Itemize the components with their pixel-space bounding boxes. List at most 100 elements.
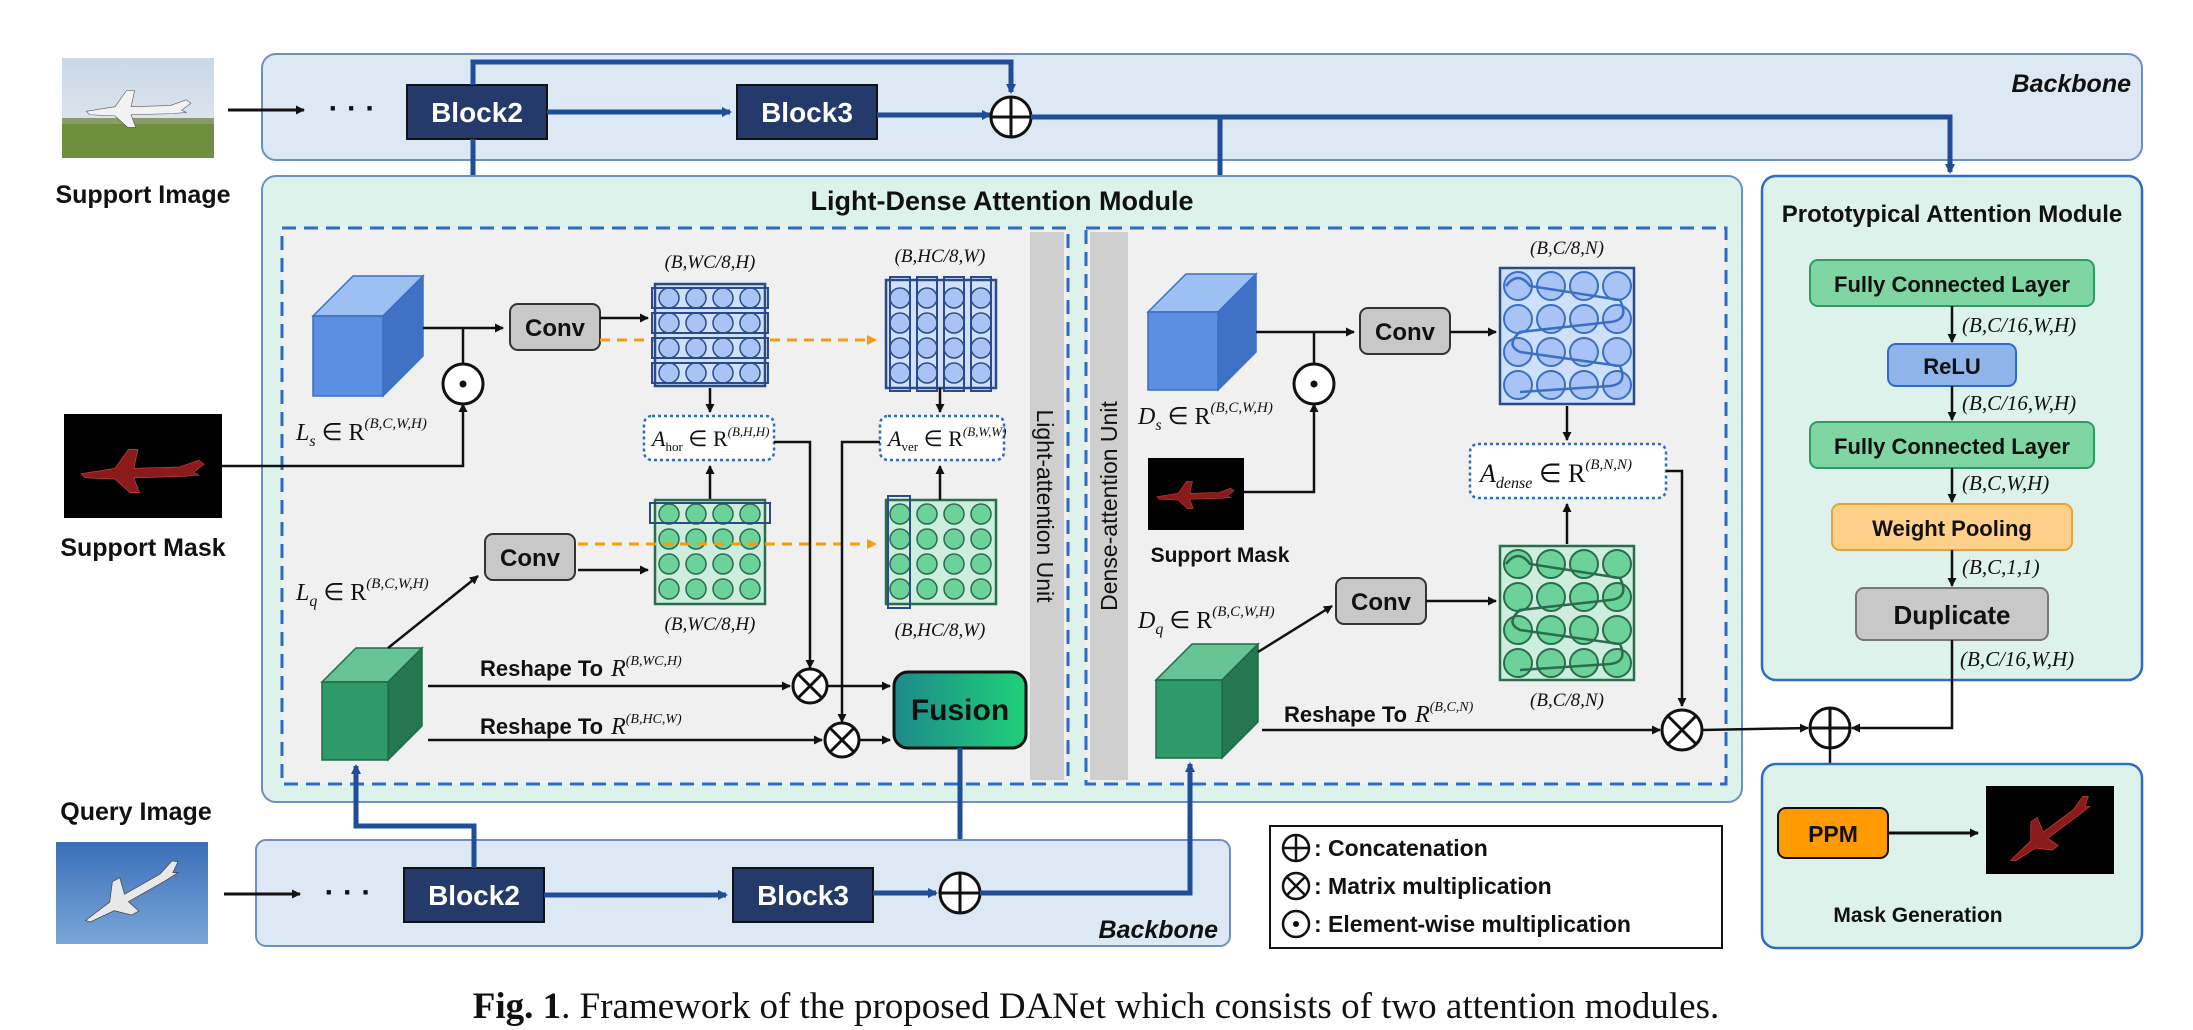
ver-grid-bottom <box>884 495 998 609</box>
legend-matmul: : Matrix multiplication <box>1314 873 1552 899</box>
mask-gen-label: Mask Generation <box>1833 904 2002 927</box>
legend-concat: : Concatenation <box>1314 835 1488 861</box>
pam-s5: (B,C/16,W,H) <box>1960 647 2074 671</box>
support-mask-small-label: Support Mask <box>1151 544 1290 567</box>
ver-shape-bottom: (B,HC/8,W) <box>895 620 986 641</box>
a-dense-box: Adense ∈ R(B,N,N) <box>1468 442 1668 500</box>
pam-dup: Duplicate <box>1855 587 2049 641</box>
svg-text:Conv: Conv <box>500 545 561 572</box>
ls-cube <box>311 274 425 398</box>
legend-matmul-icon <box>1281 871 1311 901</box>
support-image <box>62 58 214 158</box>
svg-text:Adense ∈ R(B,N,N): Adense ∈ R(B,N,N) <box>1478 457 1632 492</box>
top-block3: Block3 <box>736 84 878 140</box>
light-unit-label: Light-attention Unit <box>1032 409 1058 603</box>
hor-shape-top: (B,WC/8,H) <box>665 252 756 273</box>
support-mask <box>64 414 222 518</box>
bottom-block3: Block3 <box>732 867 874 923</box>
query-image <box>56 842 208 944</box>
dense-elementwise-icon <box>1292 362 1336 406</box>
pam-s4: (B,C,1,1) <box>1962 555 2040 579</box>
conv-dense-top: Conv <box>1359 307 1451 355</box>
query-image-label: Query Image <box>60 798 212 826</box>
pam-s3: (B,C,W,H) <box>1962 471 2049 495</box>
svg-text:PPM: PPM <box>1808 821 1858 847</box>
figure-caption: Fig. 1. Framework of the proposed DANet … <box>473 986 1720 1027</box>
support-mask-small <box>1148 458 1244 530</box>
ls-formula: Ls ∈ R(B,C,W,H) <box>295 416 427 450</box>
top-backbone: Backbone <box>261 53 2143 161</box>
light-matmul-icon-1 <box>791 667 829 705</box>
dense-shape-bottom: (B,C/8,N) <box>1530 690 1604 711</box>
bottom-backbone-label: Backbone <box>1099 916 1219 944</box>
pam-fc2: Fully Connected Layer <box>1809 421 2095 469</box>
ds-formula: Ds ∈ R(B,C,W,H) <box>1137 400 1273 434</box>
conv-light-top: Conv <box>509 303 601 351</box>
lq-cube <box>320 646 424 762</box>
pam-fc1: Fully Connected Layer <box>1809 259 2095 307</box>
svg-text:Block3: Block3 <box>761 97 853 128</box>
svg-text:Block3: Block3 <box>757 880 849 911</box>
dq-formula: Dq ∈ R(B,C,W,H) <box>1137 604 1275 638</box>
pam-s1: (B,C/16,W,H) <box>1962 313 2076 337</box>
svg-text:Block2: Block2 <box>431 97 523 128</box>
dense-matmul-icon <box>1660 708 1704 752</box>
top-concat-icon <box>989 95 1033 139</box>
a-hor-box: Ahor ∈ R(B,H,H) <box>642 414 776 462</box>
lq-formula: Lq ∈ R(B,C,W,H) <box>295 576 429 610</box>
hor-grid-top <box>651 282 769 388</box>
svg-text:Conv: Conv <box>525 315 586 342</box>
dense-unit-bar <box>1090 232 1128 780</box>
svg-text:Conv: Conv <box>1375 319 1436 346</box>
svg-text:Duplicate: Duplicate <box>1893 600 2010 630</box>
ver-shape-top: (B,HC/8,W) <box>895 246 986 267</box>
svg-text:Block2: Block2 <box>428 880 520 911</box>
conv-light-bottom: Conv <box>484 533 576 581</box>
pam-s2: (B,C/16,W,H) <box>1962 391 2076 415</box>
hor-grid-bottom <box>649 498 771 606</box>
bottom-ellipsis: · · · <box>325 876 372 909</box>
light-matmul-icon-2 <box>823 721 861 759</box>
svg-text:Fusion: Fusion <box>911 694 1009 727</box>
top-ellipsis: · · · <box>329 92 376 125</box>
svg-text:Fully Connected Layer: Fully Connected Layer <box>1834 434 2070 459</box>
dense-grid-top <box>1498 266 1636 406</box>
legend-elementwise-icon <box>1281 909 1311 939</box>
light-elementwise-icon <box>441 362 485 406</box>
ds-cube <box>1146 272 1258 392</box>
dq-cube <box>1154 642 1260 760</box>
legend-elemwise: : Element-wise multiplication <box>1314 911 1631 937</box>
pam-wpool: Weight Pooling <box>1831 503 2073 551</box>
dense-unit-label: Dense-attention Unit <box>1096 401 1122 611</box>
ver-grid-top <box>884 276 998 392</box>
support-mask-label: Support Mask <box>60 534 225 562</box>
svg-text:ReLU: ReLU <box>1923 354 1980 379</box>
final-concat-icon <box>1808 706 1852 750</box>
legend-concat-icon <box>1281 833 1311 863</box>
svg-text:Fully Connected Layer: Fully Connected Layer <box>1834 272 2070 297</box>
light-unit-bar <box>1030 232 1064 780</box>
svg-text:Weight Pooling: Weight Pooling <box>1872 516 2032 541</box>
top-block2: Block2 <box>406 84 548 140</box>
conv-dense-bottom: Conv <box>1335 577 1427 625</box>
hor-shape-bottom: (B,WC/8,H) <box>665 614 756 635</box>
svg-text:Aver ∈ R(B,W,W): Aver ∈ R(B,W,W) <box>886 424 1006 454</box>
support-image-label: Support Image <box>55 181 230 209</box>
ldam-title: Light-Dense Attention Module <box>811 186 1194 216</box>
legend: : Concatenation : Matrix multiplication … <box>1269 825 1723 949</box>
top-backbone-label: Backbone <box>2012 70 2132 98</box>
pam-title: Prototypical Attention Module <box>1782 201 2122 228</box>
fusion-block: Fusion <box>892 670 1028 750</box>
dense-grid-bottom <box>1498 544 1636 682</box>
bottom-concat-icon <box>938 871 982 915</box>
output-mask <box>1986 786 2114 874</box>
svg-text:Conv: Conv <box>1351 589 1412 616</box>
dense-shape-top: (B,C/8,N) <box>1530 238 1604 259</box>
bottom-block2: Block2 <box>403 867 545 923</box>
svg-text:Ahor ∈ R(B,H,H): Ahor ∈ R(B,H,H) <box>650 424 770 454</box>
ppm-block: PPM <box>1777 807 1889 859</box>
